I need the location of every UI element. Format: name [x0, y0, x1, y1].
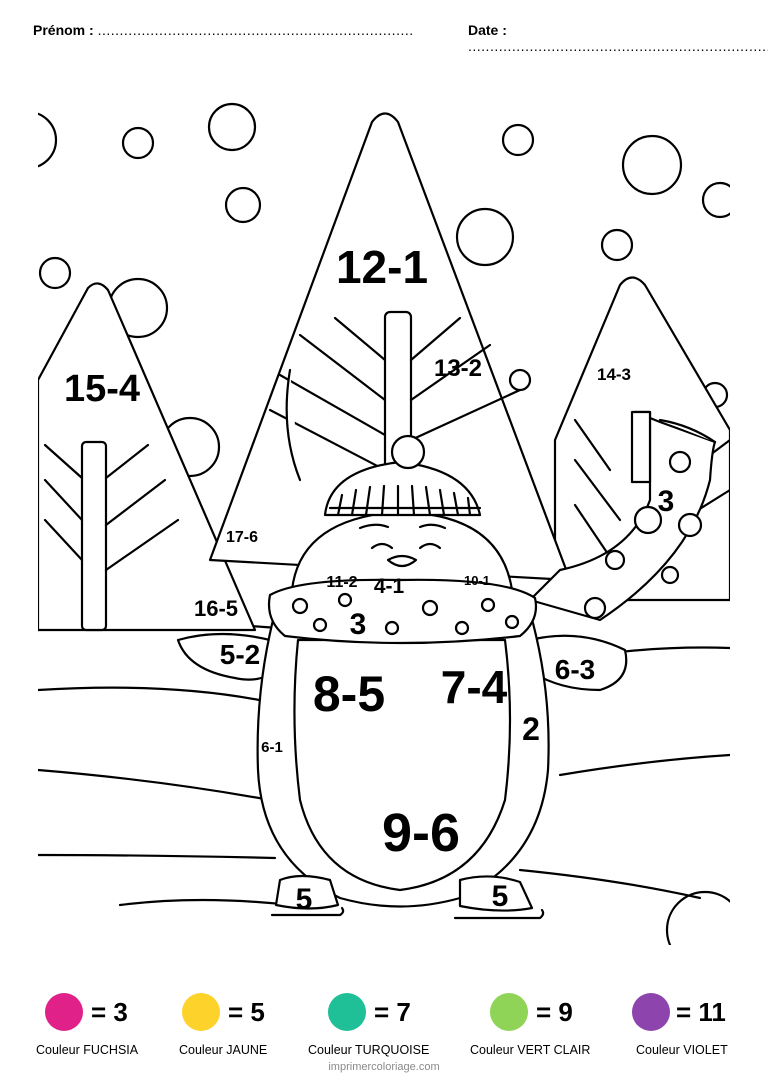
wing-right: [528, 634, 628, 692]
label-bg-left-upper: 17-6: [226, 529, 258, 546]
label-side-right: 2: [522, 711, 540, 747]
date-label: Date :: [468, 22, 507, 38]
legend-value: = 11: [676, 997, 726, 1027]
prenom-label: Prénom :: [33, 22, 94, 38]
label-face-left: 11-2: [326, 574, 357, 591]
prenom-dots: ........................................…: [97, 22, 414, 38]
label-face-right: 10-1: [464, 573, 490, 588]
label-tree-left: 15-4: [64, 368, 140, 410]
date-field: Date : .................................…: [468, 22, 768, 54]
label-tree-right: 14-3: [597, 365, 631, 384]
snowballs: [38, 102, 730, 945]
tree-center: [208, 112, 572, 582]
label-hat-band: 3: [350, 608, 367, 641]
date-dots: ........................................…: [468, 38, 768, 54]
label-body-left: 8-5: [313, 666, 385, 722]
label-bg-left-lower: 16-5: [194, 596, 238, 621]
puzzle-labels: 12-1 13-2 15-4 14-3 3 17-6 16-5 11-2 4-1…: [64, 241, 674, 916]
color-swatch-violet: [632, 993, 670, 1031]
legend-value: = 7: [374, 997, 411, 1027]
color-swatch-turquoise: [328, 993, 366, 1031]
legend-caption: Couleur VERT CLAIR: [470, 1043, 591, 1057]
label-face-center: 4-1: [374, 575, 405, 598]
label-foot-right: 5: [492, 880, 509, 913]
legend-caption: Couleur VIOLET: [636, 1043, 728, 1057]
penguin: [176, 434, 628, 920]
tree-left: [38, 282, 257, 632]
scarf-tail: [528, 410, 717, 622]
wing-left: [176, 632, 280, 681]
label-tree-center-right: 13-2: [434, 355, 482, 382]
label-side-left: 6-1: [261, 739, 283, 756]
label-wing-left: 5-2: [220, 639, 260, 670]
legend-item-turquoise: = 7 Couleur TURQUOISE: [308, 993, 458, 1063]
label-body-right: 7-4: [441, 661, 508, 713]
label-wing-right: 6-3: [555, 654, 595, 685]
label-foot-left: 5: [296, 883, 313, 916]
color-swatch-jaune: [182, 993, 220, 1031]
legend-value: = 9: [536, 997, 573, 1027]
label-tree-center-top: 12-1: [336, 241, 428, 293]
legend-item-jaune: = 5 Couleur JAUNE: [179, 993, 329, 1063]
prenom-field: Prénom : ...............................…: [33, 22, 414, 38]
legend-caption: Couleur FUCHSIA: [36, 1043, 139, 1057]
legend-caption: Couleur TURQUOISE: [308, 1043, 430, 1057]
legend-caption: Couleur JAUNE: [179, 1043, 268, 1057]
legend-value: = 5: [228, 997, 265, 1027]
label-scarf-tail: 3: [658, 485, 675, 518]
legend-item-violet: = 11 Couleur VIOLET: [620, 993, 760, 1063]
legend-value: = 3: [91, 997, 128, 1027]
color-swatch-fuchsia: [45, 993, 83, 1031]
color-swatch-vert-clair: [490, 993, 528, 1031]
legend-item-fuchsia: = 3 Couleur FUCHSIA: [36, 993, 186, 1063]
label-belly: 9-6: [382, 803, 460, 863]
site-credit: imprimercoloriage.com: [328, 1061, 440, 1073]
legend-item-vert-clair: = 9 Couleur VERT CLAIR: [470, 993, 620, 1063]
